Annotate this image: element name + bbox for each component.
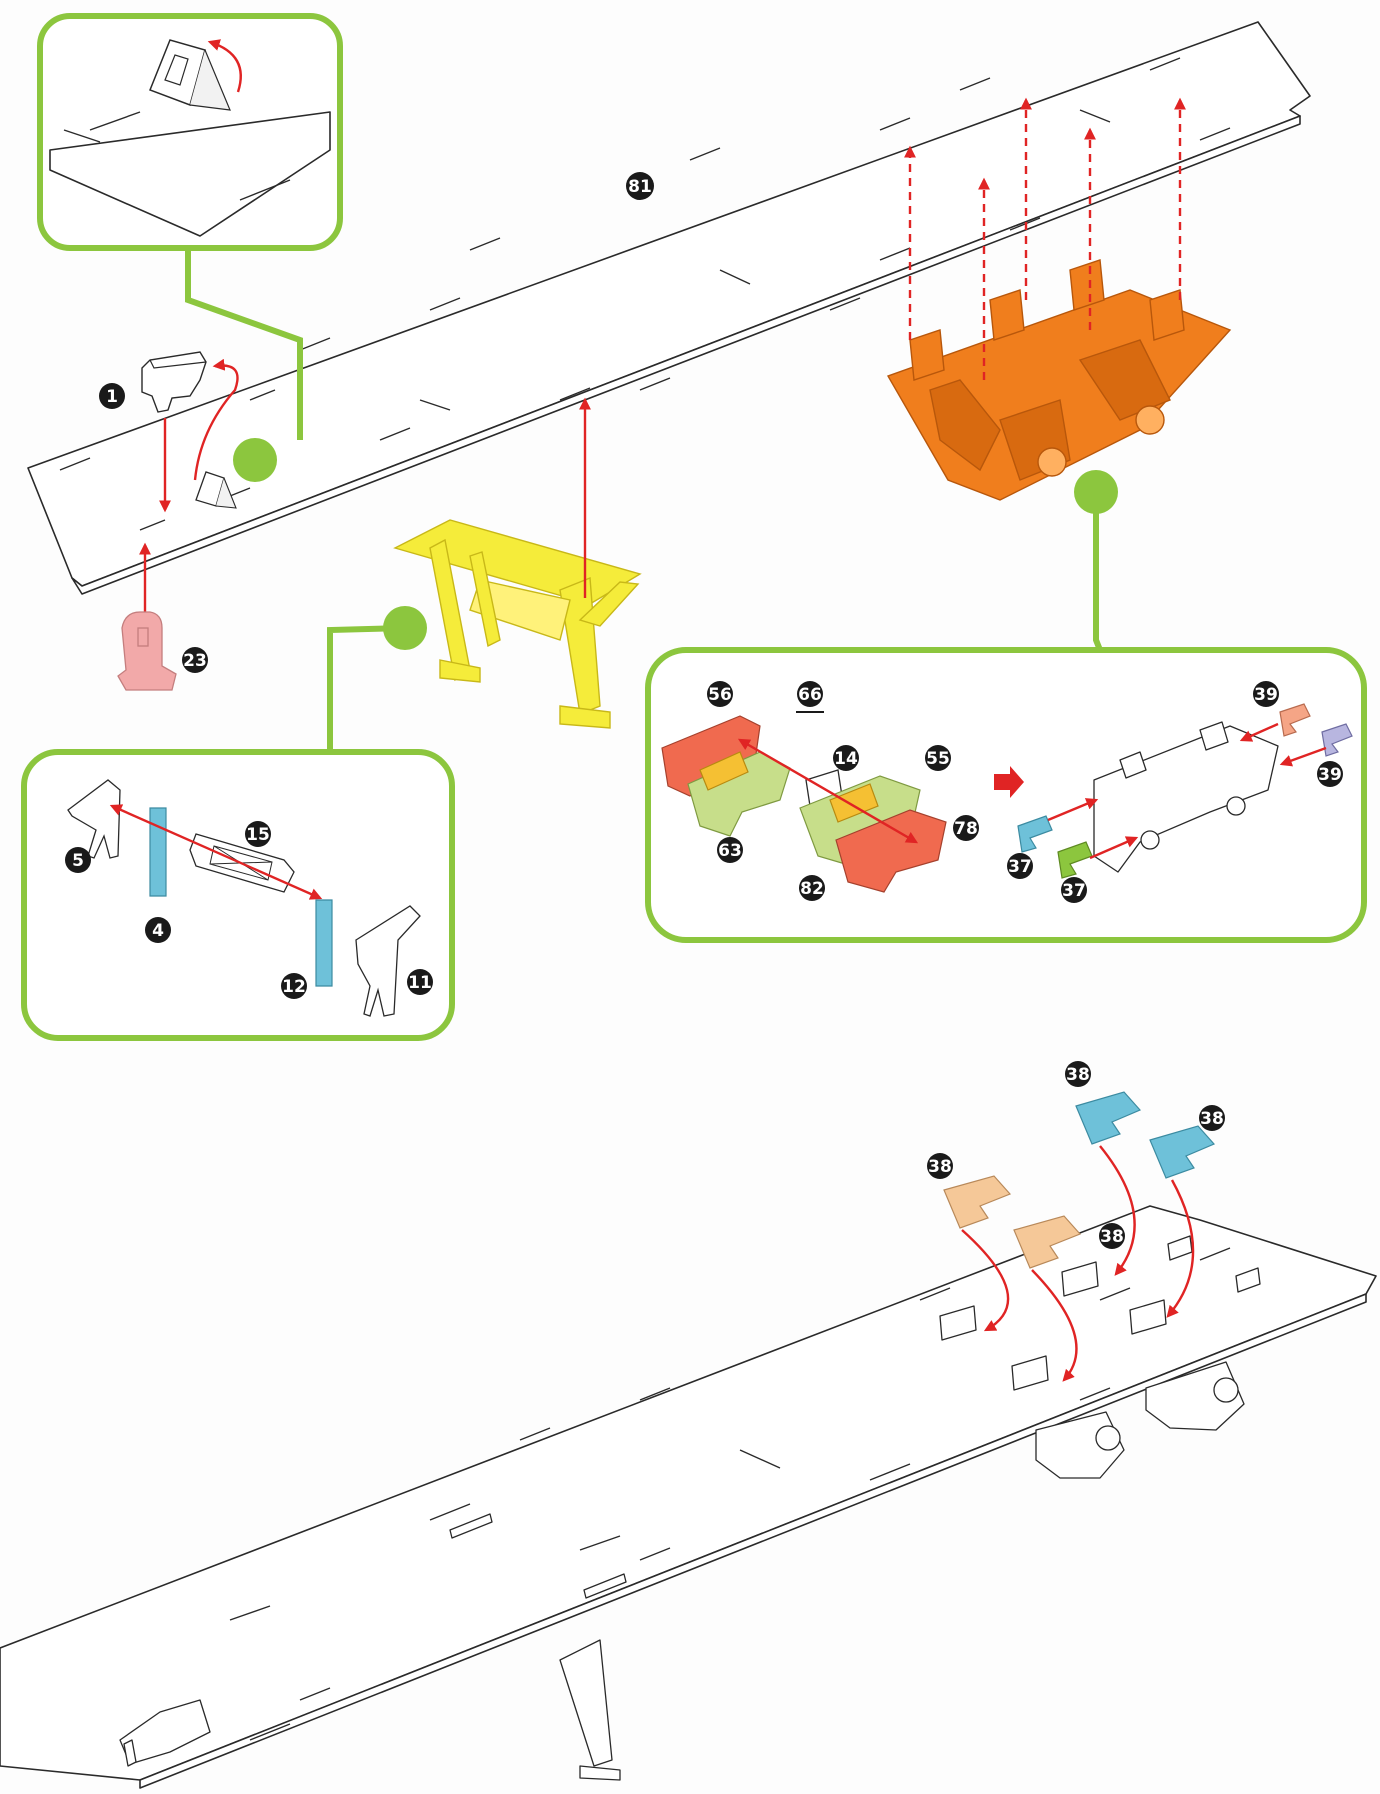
part-39b-label-group: 39 [1317,761,1343,787]
part-63-label-group: 63 [717,837,743,863]
callout-leader-bogie [1093,492,1103,652]
svg-text:38: 38 [928,1157,952,1177]
part-38a-label-group: 38 [1065,1061,1091,1087]
floor-plate-top [27,21,1311,595]
part-37-blue-clip [1017,815,1053,853]
part-12-label: 12 [282,977,306,997]
clip-insert-arrows [961,1145,1195,1382]
part-78-label-group: 78 [953,815,979,841]
callout-pylon-parts: 5 4 15 12 11 [21,749,455,1041]
part-81-badge: 81 [626,172,654,200]
part-5-label: 5 [72,851,84,871]
part-38c-label-group: 38 [927,1153,953,1179]
part-38-blue-clip-a [1075,1091,1142,1145]
part-37-green-clip [1057,841,1093,879]
callout-bogie-parts: 56 66 14 55 78 63 82 [645,647,1367,943]
part-11-support: 11 [355,905,433,1017]
part-37a-label-group: 37 [1007,853,1033,879]
svg-text:38: 38 [1066,1065,1090,1085]
clip-stub-4 [1129,1299,1167,1335]
clip-stub-2 [1011,1355,1049,1391]
svg-text:82: 82 [800,879,824,899]
part-55-label-group: 55 [925,745,951,771]
part-38-tan-clip-b [1013,1215,1082,1269]
part-38d-label-group: 38 [1099,1223,1125,1249]
part-39a-label-group: 39 [1253,681,1279,707]
callout-leader-hinge [185,248,303,440]
part-4-label: 4 [152,921,164,941]
pylon-below-plate [559,1639,621,1781]
clip-stub-3 [1061,1261,1099,1297]
callout-leader-pylon [327,625,406,750]
part-11-label: 11 [408,973,432,993]
part-39-salmon-clip [1279,703,1311,737]
bogie-below-plate [1035,1361,1245,1479]
svg-text:81: 81 [628,177,652,197]
svg-text:14: 14 [834,749,858,769]
part-23-pink-piece: 23 [117,611,208,691]
part-38b-label-group: 38 [1199,1105,1225,1131]
end-bracket [119,1699,211,1767]
bogie-assembly-orange [886,259,1232,501]
svg-text:56: 56 [708,685,732,705]
part-1-label: 1 [106,387,118,407]
part-39-lavender-clip [1321,723,1353,757]
svg-text:37: 37 [1062,881,1086,901]
part-1-bracket: 1 [99,351,207,413]
svg-text:39: 39 [1254,685,1278,705]
svg-text:39: 39 [1318,765,1342,785]
next-step-arrow-icon [994,766,1024,798]
clip-stub-6 [1235,1267,1261,1293]
svg-text:38: 38 [1200,1109,1224,1129]
part-38-tan-clip-a [943,1175,1012,1229]
part-23-label: 23 [183,651,207,671]
pylon-assembly-yellow [393,519,642,729]
bogie-assembled-white [1093,721,1279,873]
part-14-label-group: 14 [833,745,859,771]
part-37b-label-group: 37 [1061,877,1087,903]
part-12-blue-bar: 12 [281,899,333,999]
floor-plate-bottom [0,1205,1377,1789]
part-15-label: 15 [246,825,270,845]
svg-text:55: 55 [926,749,950,769]
callout-anchor-hinge [233,438,277,482]
bogie-attach-arrows [904,97,1186,380]
hinge-tab-small [195,471,237,509]
svg-text:37: 37 [1008,857,1032,877]
part-82-label-group: 82 [799,875,825,901]
callout-hinge-detail [37,13,343,251]
svg-text:66: 66 [798,685,822,705]
part-38-blue-clip-b [1149,1125,1216,1179]
part-5-support: 5 [65,779,121,873]
part-56-label-group: 56 [707,681,733,707]
svg-text:78: 78 [954,819,978,839]
svg-text:63: 63 [718,841,742,861]
svg-text:38: 38 [1100,1227,1124,1247]
hinge-tab-icon [149,39,231,111]
part-66-label-group: 66 [796,681,824,713]
clip-stub-1 [939,1305,977,1341]
